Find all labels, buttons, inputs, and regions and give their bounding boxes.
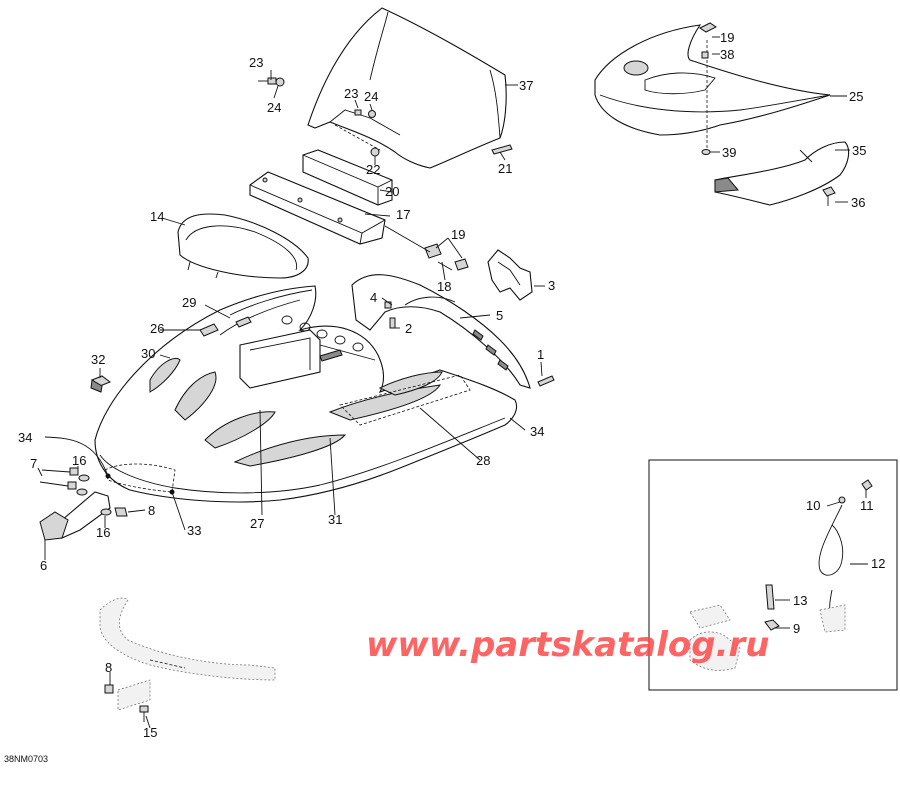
- callout-39: 39: [722, 145, 736, 160]
- callout-38: 38: [720, 47, 734, 62]
- hood-hinge: [39, 467, 128, 541]
- windshield: [307, 7, 507, 169]
- callout-31: 31: [328, 512, 342, 527]
- callout-16-top: 16: [72, 453, 86, 468]
- callout-23-right: 23: [344, 86, 358, 101]
- windshield-screws: [258, 77, 381, 157]
- callout-20: 20: [385, 184, 399, 199]
- callout-37: 37: [519, 78, 533, 93]
- inset-frame: [648, 459, 898, 691]
- callout-14: 14: [150, 209, 164, 224]
- clip-32: [90, 375, 112, 393]
- callout-7: 7: [30, 456, 37, 471]
- callout-18: 18: [437, 279, 451, 294]
- seat-cover: [177, 213, 309, 279]
- callout-26: 26: [150, 321, 164, 336]
- callout-19-top: 19: [720, 30, 734, 45]
- hood: [94, 285, 518, 503]
- side-deflector: [351, 274, 531, 389]
- callout-27: 27: [250, 516, 264, 531]
- callout-28: 28: [476, 453, 490, 468]
- callout-24-left: 24: [267, 100, 281, 115]
- lower-deflector: [714, 141, 850, 206]
- console-panel: [249, 171, 386, 245]
- storage-tray: [594, 22, 831, 155]
- callout-22: 22: [366, 162, 380, 177]
- callout-6: 6: [40, 558, 47, 573]
- watermark-text: www.partskatalog.ru: [366, 625, 770, 665]
- drawing-code: 38NM0703: [4, 754, 48, 764]
- front-bumper: [99, 597, 276, 722]
- callout-15: 15: [143, 725, 157, 740]
- callout-32: 32: [91, 352, 105, 367]
- callout-21: 21: [498, 161, 512, 176]
- callout-5: 5: [496, 308, 503, 323]
- callout-17: 17: [396, 207, 410, 222]
- callout-34-left: 34: [18, 430, 32, 445]
- leader-lines: [37, 36, 868, 729]
- callout-1: 1: [537, 347, 544, 362]
- callout-labels: 1 2 3 4 5 6 7 8 8 9 10 11 12 13 14 15 16…: [18, 30, 885, 740]
- callout-4: 4: [370, 290, 377, 305]
- callout-12: 12: [871, 556, 885, 571]
- callout-3: 3: [548, 278, 555, 293]
- callout-9: 9: [793, 621, 800, 636]
- mounting-bracket: [487, 249, 533, 301]
- callout-8-bumper: 8: [105, 660, 112, 675]
- callout-13: 13: [793, 593, 807, 608]
- callout-33: 33: [187, 523, 201, 538]
- clip-21: [491, 144, 513, 155]
- handlebar-pad: [302, 149, 393, 206]
- callout-29: 29: [182, 295, 196, 310]
- callout-8-hinge: 8: [148, 503, 155, 518]
- callout-16-bottom: 16: [96, 525, 110, 540]
- callout-23-left: 23: [249, 55, 263, 70]
- callout-24-right: 24: [364, 89, 378, 104]
- callout-11: 11: [860, 498, 874, 513]
- callout-34-right: 34: [530, 424, 544, 439]
- callout-30: 30: [141, 346, 155, 361]
- callout-19-mid: 19: [451, 227, 465, 242]
- callout-36: 36: [851, 195, 865, 210]
- rivet-fasteners: [384, 225, 469, 271]
- callout-10: 10: [806, 498, 820, 513]
- callout-35: 35: [852, 143, 866, 158]
- callout-25: 25: [849, 89, 863, 104]
- callout-2: 2: [405, 321, 412, 336]
